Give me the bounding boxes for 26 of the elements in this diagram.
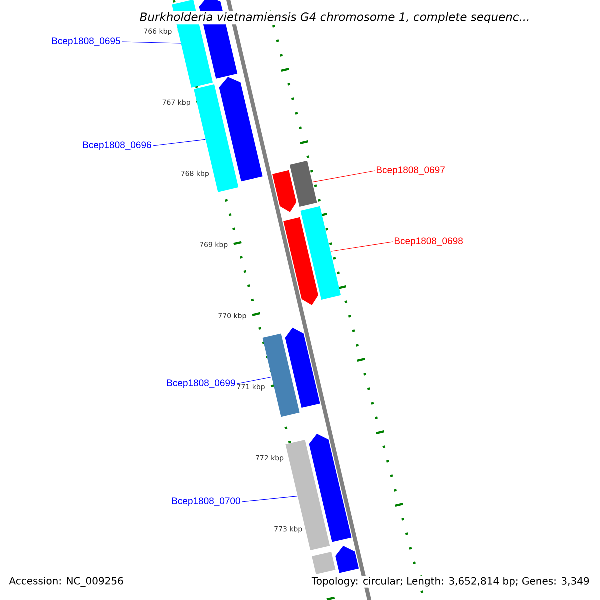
gene-feature xyxy=(285,328,320,408)
leader-line xyxy=(312,170,376,183)
accession-text: Accession: NC_009256 xyxy=(8,576,125,588)
gene-label: Bcep1808_0698 xyxy=(395,238,463,246)
gene-feature xyxy=(336,546,360,574)
gene-feature xyxy=(272,170,297,212)
leader-line xyxy=(236,376,272,384)
gene-feature xyxy=(309,434,352,542)
gene-feature xyxy=(286,440,330,551)
title: Burkholderia vietnamiensis G4 chromosome 1, complete sequenc... xyxy=(138,11,532,25)
genome-info-text: Topology: circular; Length: 3,652,814 bp; Genes: 3,349 xyxy=(310,576,591,588)
gene-label: Bcep1808_0699 xyxy=(167,380,236,388)
gene-feature xyxy=(312,552,336,575)
leader-line xyxy=(330,242,394,252)
gene-feature xyxy=(300,206,342,300)
gene-feature xyxy=(284,217,318,306)
leader-line xyxy=(122,42,182,44)
gene-label: Bcep1808_0700 xyxy=(172,498,240,506)
leader-line xyxy=(242,496,298,502)
gene-label: Bcep1808_0697 xyxy=(377,166,445,176)
gene-label: Bcep1808_0695 xyxy=(52,38,120,46)
leader-line xyxy=(152,139,206,146)
gene-feature xyxy=(219,77,263,182)
gene-feature xyxy=(194,84,239,192)
gene-label: Bcep1808_0696 xyxy=(83,142,152,150)
gene-feature xyxy=(290,160,318,207)
